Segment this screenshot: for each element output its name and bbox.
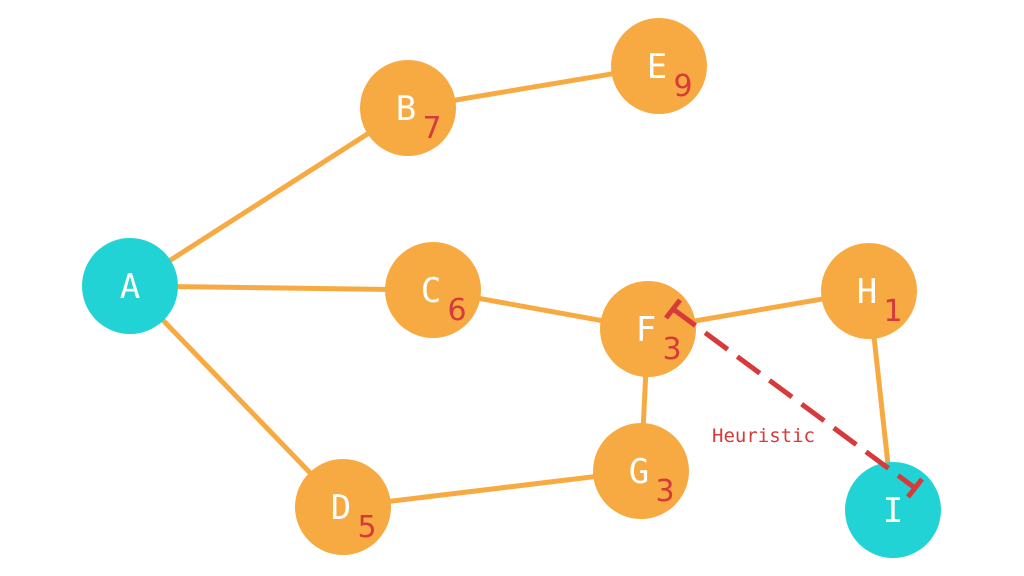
node-a: A	[82, 238, 178, 334]
edge-a-c	[127, 283, 436, 293]
node-label: I	[883, 491, 903, 531]
node-label: G	[629, 452, 649, 492]
node-heuristic-value: 6	[447, 293, 466, 328]
node-circle	[593, 423, 689, 519]
node-heuristic-value: 5	[357, 510, 376, 545]
node-heuristic-value: 3	[655, 474, 674, 509]
node-circle	[82, 238, 178, 334]
node-circle	[611, 18, 707, 114]
node-label: A	[120, 267, 140, 307]
node-label: D	[331, 488, 351, 528]
edge-a-d	[127, 283, 346, 510]
node-circle	[295, 459, 391, 555]
node-circle	[600, 281, 696, 377]
heuristic-dashed-line	[671, 306, 917, 491]
node-heuristic-value: 9	[673, 69, 692, 104]
node-circle	[821, 243, 917, 339]
node-label: F	[636, 310, 656, 350]
node-circle	[360, 60, 456, 156]
heuristic-layer: Heuristic	[664, 298, 924, 499]
heuristic-cap-start	[664, 298, 682, 320]
node-heuristic-value: 1	[883, 294, 902, 329]
edge-a-b	[127, 105, 411, 289]
node-heuristic-value: 7	[422, 111, 441, 146]
edge-d-g	[340, 468, 644, 510]
node-label: B	[396, 89, 416, 129]
node-circle	[385, 242, 481, 338]
node-i: I	[845, 462, 941, 558]
node-label: E	[647, 47, 667, 87]
node-label: C	[421, 271, 441, 311]
heuristic-cap-end	[906, 477, 924, 499]
heuristic-label: Heuristic	[712, 425, 815, 447]
node-heuristic-value: 3	[662, 332, 681, 367]
node-label: H	[857, 272, 877, 312]
